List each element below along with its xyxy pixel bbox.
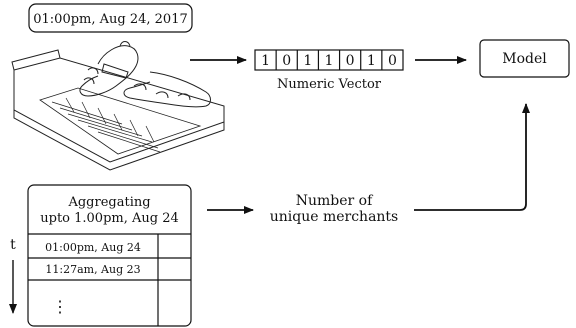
time-axis-label: t	[10, 237, 16, 253]
vector-digit-2: 1	[303, 53, 312, 69]
aggregation-row-0: 01:00pm, Aug 24	[45, 241, 141, 254]
aggregation-header-line1: Aggregating	[67, 195, 150, 210]
feature-label-line2: unique merchants	[270, 209, 399, 225]
vector-digit-5: 1	[367, 53, 376, 69]
aggregation-ellipsis: ⋮	[52, 297, 68, 316]
timestamp-box: 01:00pm, Aug 24, 2017	[28, 3, 193, 33]
vector-digit-6: 0	[388, 53, 397, 69]
arrow-feature-to-model	[414, 103, 530, 211]
aggregation-table: Aggregating upto 1.00pm, Aug 24 01:00pm,…	[27, 184, 192, 327]
laptop-typing-illustration	[11, 41, 225, 171]
time-axis: t	[9, 237, 17, 314]
model-label: Model	[502, 51, 547, 67]
feature-label-line1: Number of	[296, 193, 374, 209]
timestamp-label: 01:00pm, Aug 24, 2017	[33, 12, 187, 27]
vector-digit-4: 0	[346, 53, 355, 69]
aggregation-header-line2: upto 1.00pm, Aug 24	[40, 211, 179, 226]
numeric-vector-caption: Numeric Vector	[277, 77, 382, 92]
feature-label: Number of unique merchants	[270, 193, 399, 225]
aggregation-row-1: 11:27am, Aug 23	[45, 263, 140, 276]
vector-digit-1: 0	[282, 53, 291, 69]
vector-digit-3: 1	[325, 53, 334, 69]
vector-digit-0: 1	[261, 53, 270, 69]
model-box: Model	[479, 39, 570, 78]
keyboard-keys	[51, 97, 161, 153]
